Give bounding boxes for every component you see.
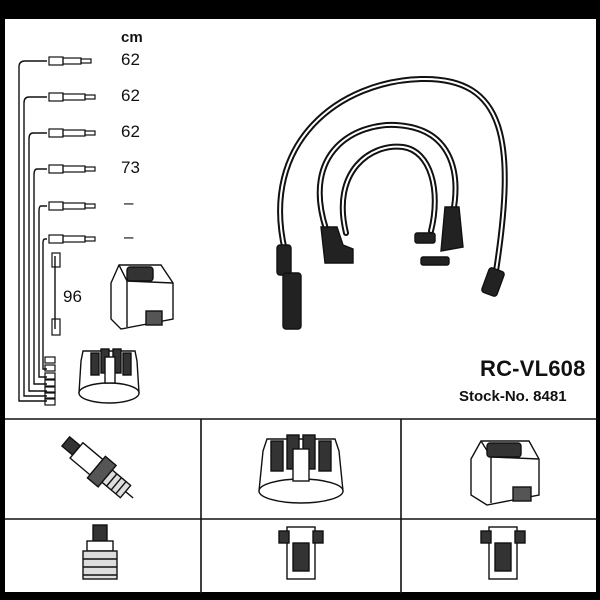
cable-length-1: 62 xyxy=(121,50,140,69)
cable-length-2: 62 xyxy=(121,86,140,105)
diagram-canvas xyxy=(5,56,598,594)
ignition-cable-set xyxy=(277,75,508,274)
cable-length-3: 62 xyxy=(121,122,140,141)
distributor-cap-icon xyxy=(258,434,344,504)
cap-terminal-icon xyxy=(278,526,324,580)
spark-plug-boot xyxy=(282,272,302,330)
cable-length-5: – xyxy=(124,193,134,212)
coil-cable-length: 96 xyxy=(63,287,82,306)
plug-terminal-icon xyxy=(82,524,118,580)
cable-length-6: – xyxy=(124,227,134,246)
plug-boot-angled xyxy=(320,226,354,264)
cable-boot xyxy=(62,57,82,65)
plug-boot xyxy=(440,206,464,252)
unit-label: cm xyxy=(121,29,143,46)
sheet-panel xyxy=(4,18,598,594)
spark-plug-icon xyxy=(60,435,134,499)
cap-connector xyxy=(420,256,450,266)
cable-connector xyxy=(48,56,64,66)
coil-boot xyxy=(481,267,505,297)
ignition-coil-icon xyxy=(470,440,540,506)
cable-length-4: 73 xyxy=(121,158,140,177)
distributor-cap-icon xyxy=(78,348,140,404)
cable-length-diagram xyxy=(18,56,96,406)
cap-connector xyxy=(414,232,436,244)
product-model: RC-VL608 xyxy=(480,356,586,381)
cable-boot xyxy=(276,244,292,276)
stock-number: Stock-No. 8481 xyxy=(459,388,567,405)
coil-terminal-icon xyxy=(480,526,526,580)
ignition-coil-icon xyxy=(110,264,174,330)
